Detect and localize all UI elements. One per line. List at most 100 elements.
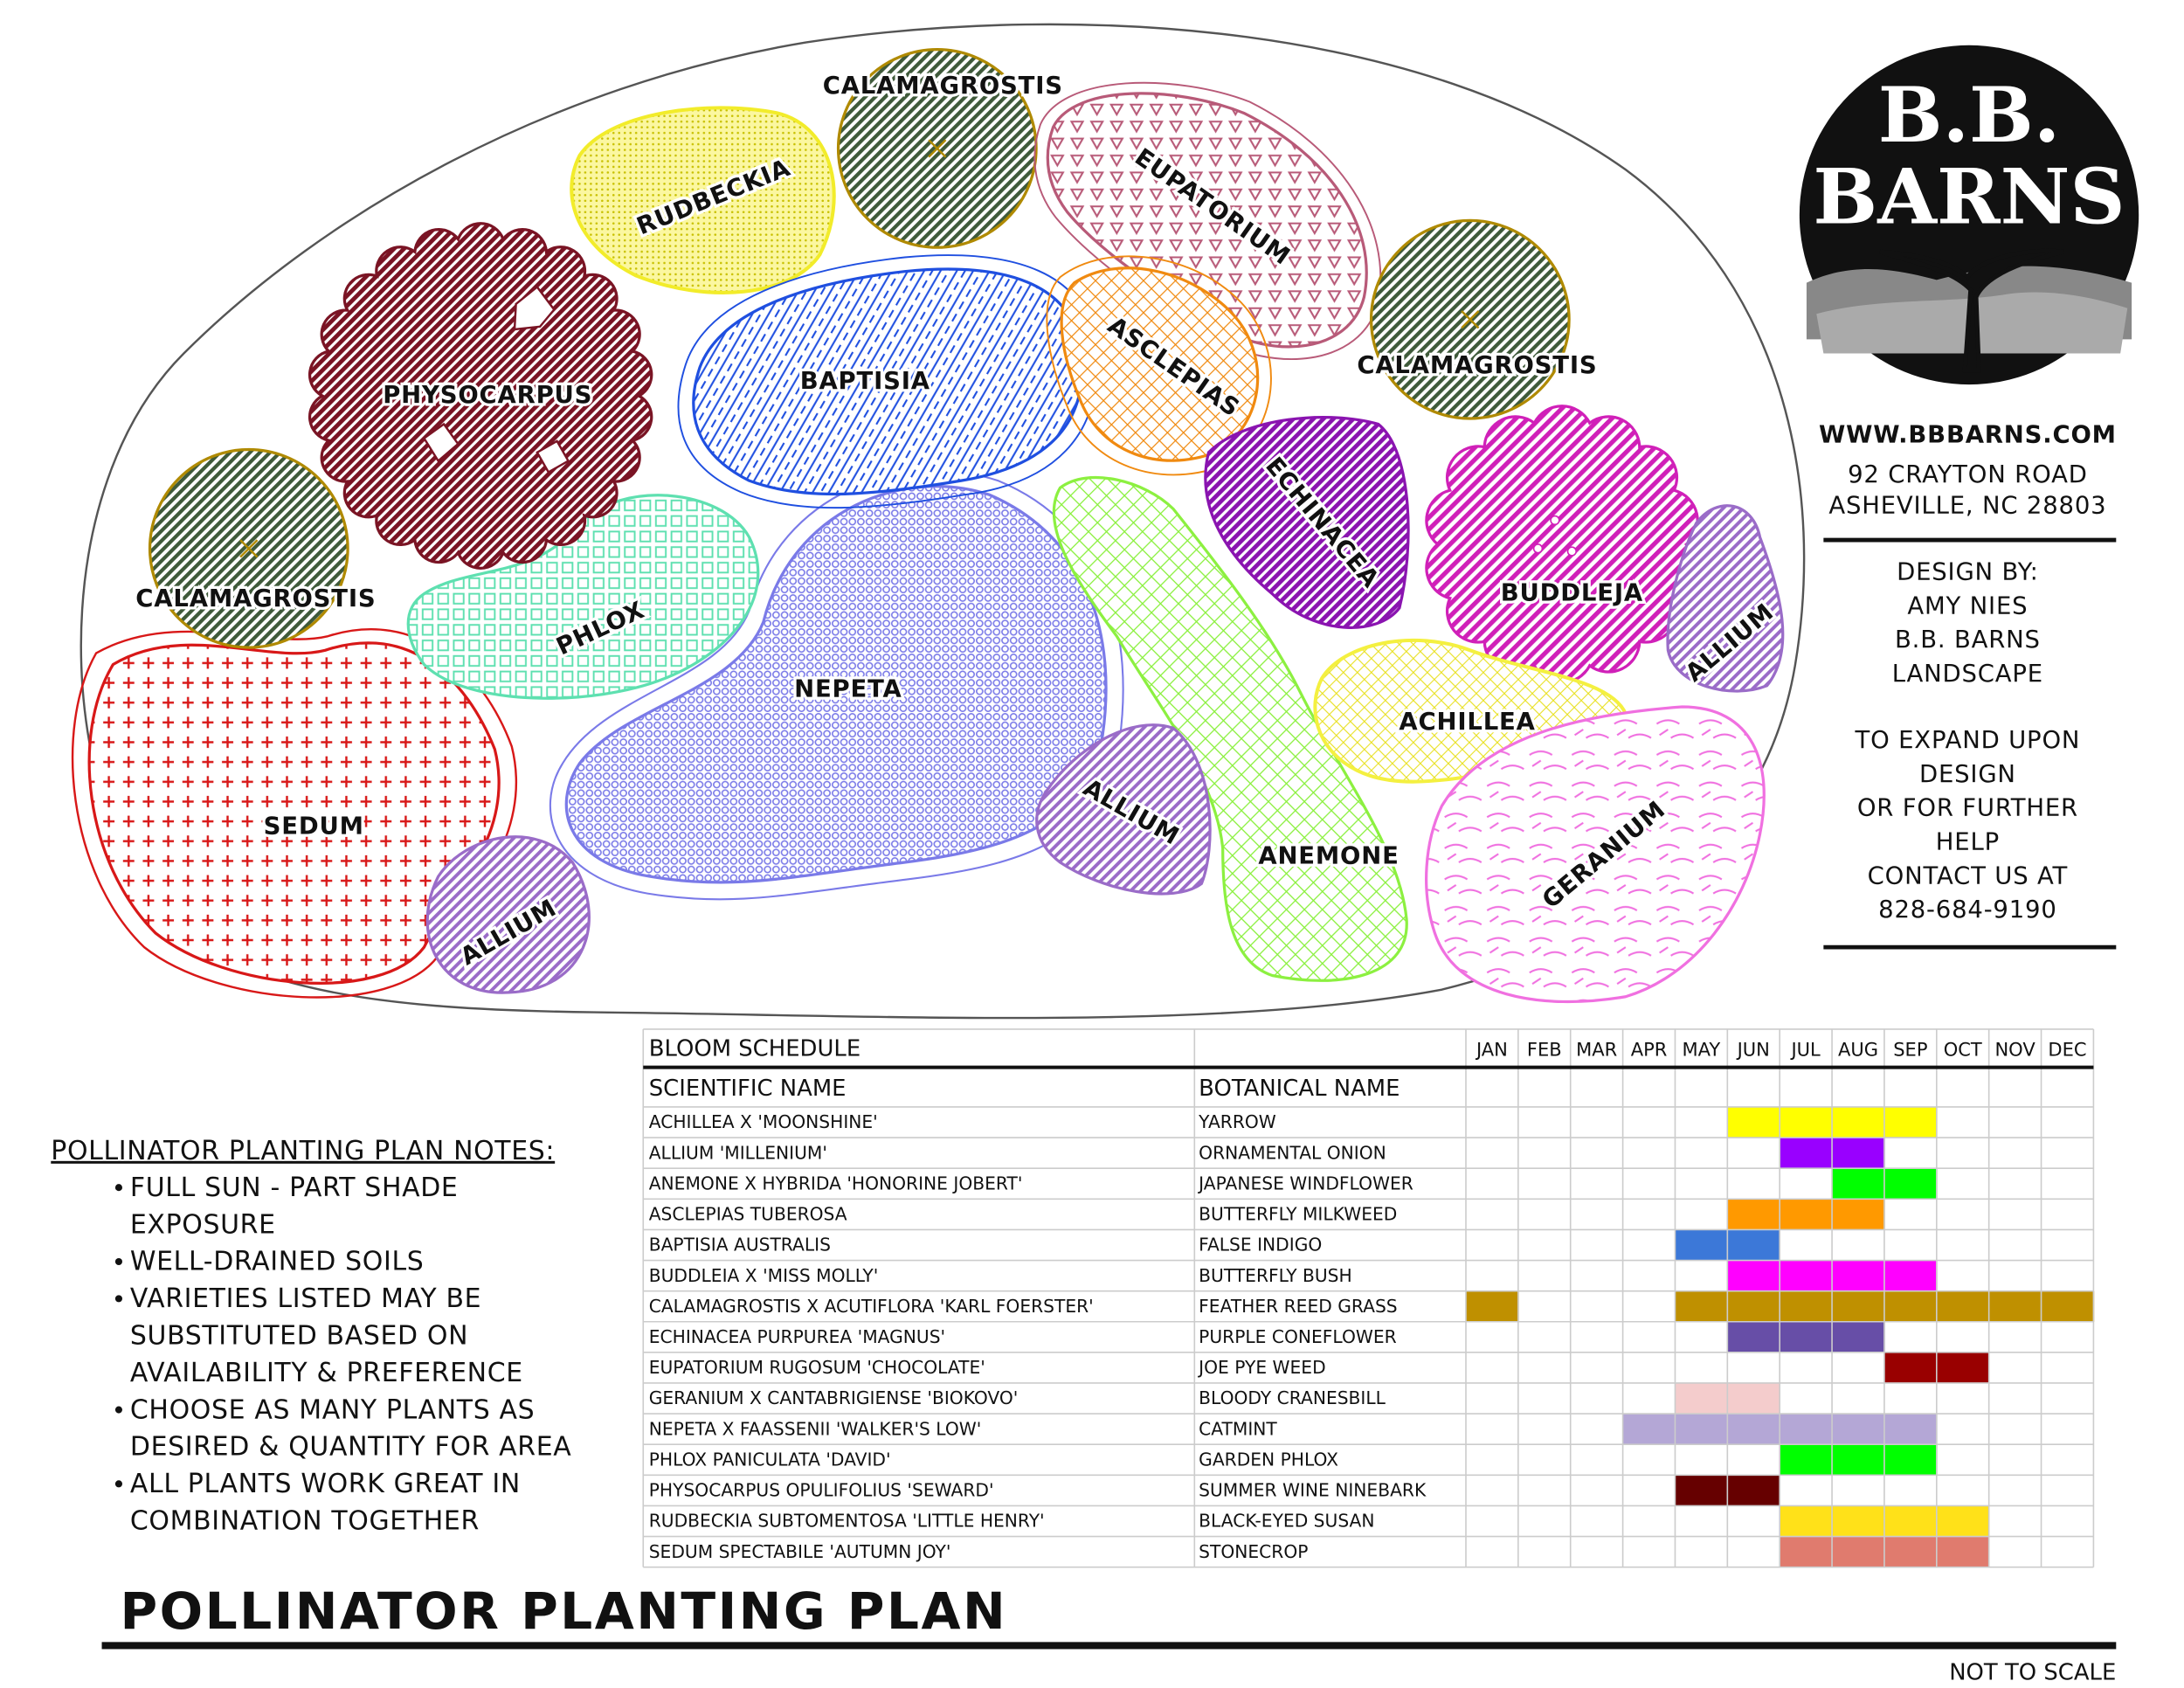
note-line: VARIETIES LISTED MAY BE [130,1283,481,1314]
bloom-bar-cell [1727,1290,1781,1322]
plant-calamagrostis-top: CALAMAGROSTIS [819,48,1065,249]
contact-line: OR FOR FURTHER [1857,794,2078,822]
note-line: AVAILABILITY & PREFERENCE [130,1358,523,1388]
scientific-name: ANEMONE X HYBRIDA 'HONORINE JOBERT' [649,1173,1023,1193]
company-address-2: ASHEVILLE, NC 28803 [1828,491,2106,519]
bloom-bar-cell [1622,1414,1676,1445]
scientific-name: PHLOX PANICULATA 'DAVID' [649,1449,891,1470]
botanical-name: GARDEN PHLOX [1199,1449,1338,1470]
plant-echinacea: ECHINACEA [1204,416,1410,629]
label-buddleja: BUDDLEJA [1501,579,1643,607]
bloom-bar-cell [1936,1352,1990,1383]
month-header: MAR [1576,1039,1617,1061]
plant-phlox: PHLOX [406,494,760,700]
bloom-bar-cell [1780,1536,1833,1567]
scientific-name: BAPTISIA AUSTRALIS [649,1235,831,1256]
bb-barns-logo: B.B. BARNS [1799,45,2139,385]
plant-sedum: SEDUM [71,627,518,999]
botanical-name: JOE PYE WEED [1197,1357,1326,1378]
note-line: DESIRED & QUANTITY FOR AREA [130,1432,572,1463]
month-header: JUN [1736,1039,1770,1061]
plant-anemone: ANEMONE [1052,476,1408,982]
bloom-bar-cell [1883,1106,1938,1138]
bloom-bar-cell [1727,1199,1781,1230]
bloom-bar-cell [1675,1290,1729,1322]
bloom-bar-cell [1832,1260,1885,1291]
month-header: NOV [1994,1039,2035,1061]
botanical-name: ORNAMENTAL ONION [1199,1142,1386,1163]
month-header: OCT [1944,1039,1982,1061]
plant-rudbeckia: RUDBECKIA [570,106,836,294]
plant-allium-right: ALLIUM [1666,504,1785,693]
bloom-bar-cell [1832,1199,1885,1230]
bloom-bar-cell [2041,1290,2095,1322]
bloom-bar-cell [1832,1444,1885,1476]
month-header: JUL [1789,1039,1821,1061]
bullet-icon [114,1406,122,1414]
bloom-bar-cell [1727,1229,1781,1261]
bloom-bar-cell [1883,1168,1938,1200]
bloom-bar-cell [1727,1321,1781,1352]
bloom-bar-cell [1780,1106,1833,1138]
month-header: JAN [1475,1039,1508,1061]
notes-title: POLLINATOR PLANTING PLAN NOTES: [51,1136,555,1166]
bullet-icon [114,1295,122,1303]
notes-list: FULL SUN - PART SHADE EXPOSURE WELL-DRAINE… [114,1173,572,1536]
note-line: FULL SUN - PART SHADE [130,1173,459,1203]
bloom-bar-cell [1883,1414,1938,1445]
bloom-bar-cell [1465,1290,1519,1322]
botanical-name: FALSE INDIGO [1199,1235,1322,1256]
contact-line: HELP [1936,827,2000,855]
label-anemone: ANEMONE [1258,842,1399,870]
column-header-botanical: BOTANICAL NAME [1199,1076,1400,1102]
note-line: WELL-DRAINED SOILS [130,1247,425,1277]
label-nepeta: NEPETA [794,675,902,703]
design-by-line: B.B. BARNS [1895,626,2041,654]
scientific-name: SEDUM SPECTABILE 'AUTUMN JOY' [649,1541,951,1562]
schedule-title: BLOOM SCHEDULE [649,1036,860,1062]
bloom-bar-cell [1936,1505,1990,1537]
logo-text-bb: B.B. [1878,70,2061,160]
bloom-bar-cell [1780,1505,1833,1537]
bloom-bar-cell [1780,1321,1833,1352]
note-line: SUBSTITUTED BASED ON [130,1320,468,1351]
note-line: ALL PLANTS WORK GREAT IN [130,1469,521,1499]
bloom-bar-cell [1780,1414,1833,1445]
bloom-bar-cell [1780,1138,1833,1169]
bloom-bar-cell [1727,1475,1781,1506]
scientific-name: BUDDLEIA X 'MISS MOLLY' [649,1265,879,1286]
label-physocarpus: PHYSOCARPUS [383,381,592,409]
contact-line: TO EXPAND UPON [1855,726,2081,754]
bloom-bar-cell [1936,1536,1990,1567]
bloom-bar-cell [1675,1229,1729,1261]
design-by-line: AMY NIES [1907,591,2028,619]
note-line: CHOOSE AS MANY PLANTS AS [130,1394,535,1425]
plant-physocarpus: PHYSOCARPUS [308,222,653,571]
scientific-name: ACHILLEA X 'MOONSHINE' [649,1111,878,1132]
bullet-icon [114,1257,122,1266]
bloom-bar-cell [1883,1352,1938,1383]
bloom-bar-cell [1832,1321,1885,1352]
bloom-bar-cell [1675,1382,1729,1415]
contact-line: DESIGN [1919,760,2016,788]
bloom-bar-cell [1832,1168,1885,1200]
bloom-bar-cell [1727,1260,1781,1291]
month-header: AUG [1838,1039,1878,1061]
bloom-bar-cell [1883,1505,1938,1537]
page-title: POLLINATOR PLANTING PLAN [121,1581,1008,1641]
company-address-1: 92 CRAYTON ROAD [1848,460,2088,488]
bloom-bar-cell [1675,1475,1729,1506]
scientific-name: CALAMAGROSTIS X ACUTIFLORA 'KARL FOERSTE… [649,1296,1094,1317]
month-header: MAY [1683,1039,1721,1061]
bloom-bar-cell [1883,1290,1938,1322]
scientific-name: PHYSOCARPUS OPULIFOLIUS 'SEWARD' [649,1480,994,1501]
botanical-name: BLACK-EYED SUSAN [1199,1511,1374,1532]
note-line: EXPOSURE [130,1209,276,1240]
scientific-name: NEPETA X FAASSENII 'WALKER'S LOW' [649,1418,982,1439]
bloom-bar-cell [1988,1290,2042,1322]
plant-geranium: GERANIUM [1425,705,1766,1004]
label-sedum: SEDUM [264,813,364,841]
bloom-bar-cell [1780,1444,1833,1476]
